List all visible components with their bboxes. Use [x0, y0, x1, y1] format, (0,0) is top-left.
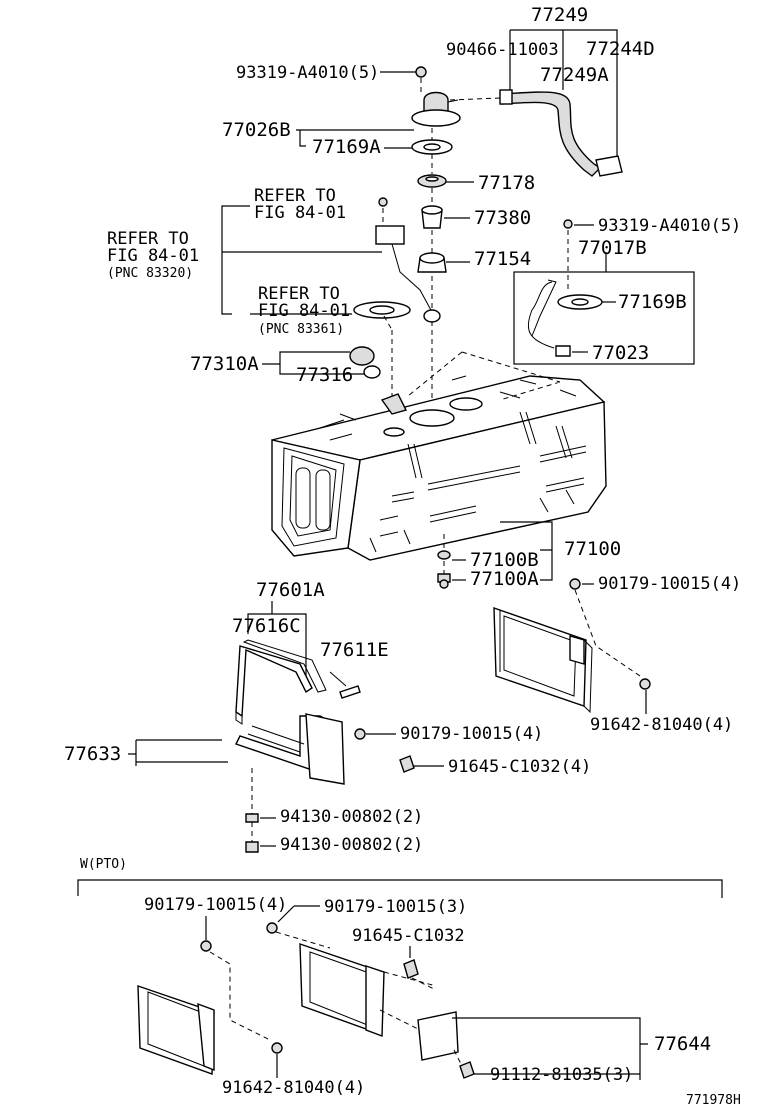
label-90179-right[interactable]: 90179-10015(4) — [598, 574, 741, 594]
refer3-pnc: (PNC 83361) — [258, 322, 344, 337]
label-77026b[interactable]: 77026B — [222, 119, 291, 141]
label-93319-top[interactable]: 93319-A4010(5) — [236, 63, 379, 83]
label-90466-11003[interactable]: 90466-11003 — [446, 40, 559, 60]
refer1-line1: REFER TO — [254, 186, 336, 206]
refer2-line2: FIG 84-01 — [107, 246, 199, 266]
label-77100b[interactable]: 77100B — [470, 549, 539, 571]
refer2-line1: REFER TO — [107, 229, 189, 249]
cushion-77154 — [417, 252, 447, 273]
label-77169b[interactable]: 77169B — [618, 291, 687, 313]
cap-77380 — [421, 205, 443, 229]
refer2-pnc: (PNC 83320) — [107, 266, 193, 281]
filler-neck — [411, 91, 461, 127]
label-pto-77644[interactable]: 77644 — [654, 1033, 711, 1055]
pto-strap-right — [266, 922, 475, 1079]
tank-strap-bracket-right — [493, 578, 651, 714]
tank-straps-left — [235, 601, 415, 853]
ring-77178 — [417, 174, 447, 188]
label-pto-90179-3[interactable]: 90179-10015(3) — [324, 897, 467, 917]
label-77380[interactable]: 77380 — [474, 207, 531, 229]
label-pto-91645[interactable]: 91645-C1032 — [352, 926, 465, 946]
label-77154[interactable]: 77154 — [474, 248, 531, 270]
grommets — [262, 346, 381, 379]
label-pto-91642[interactable]: 91642-81040(4) — [222, 1078, 365, 1098]
tank-drain-parts — [437, 534, 451, 589]
label-93319-right[interactable]: 93319-A4010(5) — [598, 216, 741, 236]
pto-section-frame — [77, 879, 723, 898]
sender-unit — [353, 197, 441, 396]
label-77616c[interactable]: 77616C — [232, 615, 301, 637]
pto-section-title: W(PTO) — [80, 857, 127, 872]
filler-pipe-group — [449, 29, 623, 177]
label-pto-91112[interactable]: 91112-81035(3) — [490, 1065, 633, 1085]
label-77316[interactable]: 77316 — [296, 364, 353, 386]
label-77611e[interactable]: 77611E — [320, 639, 389, 661]
label-77169a[interactable]: 77169A — [312, 136, 381, 158]
label-94130-b[interactable]: 94130-00802(2) — [280, 835, 423, 855]
refer1-line2: FIG 84-01 — [254, 203, 346, 223]
label-77100[interactable]: 77100 — [564, 538, 621, 560]
label-77100a[interactable]: 77100A — [470, 568, 539, 590]
label-77178[interactable]: 77178 — [478, 172, 535, 194]
label-94130-a[interactable]: 94130-00802(2) — [280, 807, 423, 827]
bolt-icon — [415, 66, 427, 96]
gasket-77169a — [411, 139, 453, 155]
label-91645-mid[interactable]: 91645-C1032(4) — [448, 757, 591, 777]
label-77244d[interactable]: 77244D — [586, 38, 655, 60]
label-77633[interactable]: 77633 — [64, 743, 121, 765]
pto-strap-left — [137, 940, 283, 1075]
label-77023[interactable]: 77023 — [592, 342, 649, 364]
drawing-code: 771978H — [686, 1093, 741, 1108]
label-91642-right[interactable]: 91642-81040(4) — [590, 715, 733, 735]
label-77310a[interactable]: 77310A — [190, 353, 259, 375]
label-77249a[interactable]: 77249A — [540, 64, 609, 86]
label-90179-mid[interactable]: 90179-10015(4) — [400, 724, 543, 744]
fuel-tank — [271, 351, 607, 561]
vent-tube-assy — [513, 219, 695, 365]
label-pto-90179-4[interactable]: 90179-10015(4) — [144, 895, 287, 915]
label-77017b[interactable]: 77017B — [578, 237, 647, 259]
refer3-line2: FIG 84-01 — [258, 301, 350, 321]
refer3-line1: REFER TO — [258, 284, 340, 304]
label-77249[interactable]: 77249 — [531, 4, 588, 26]
label-77601a[interactable]: 77601A — [256, 579, 325, 601]
